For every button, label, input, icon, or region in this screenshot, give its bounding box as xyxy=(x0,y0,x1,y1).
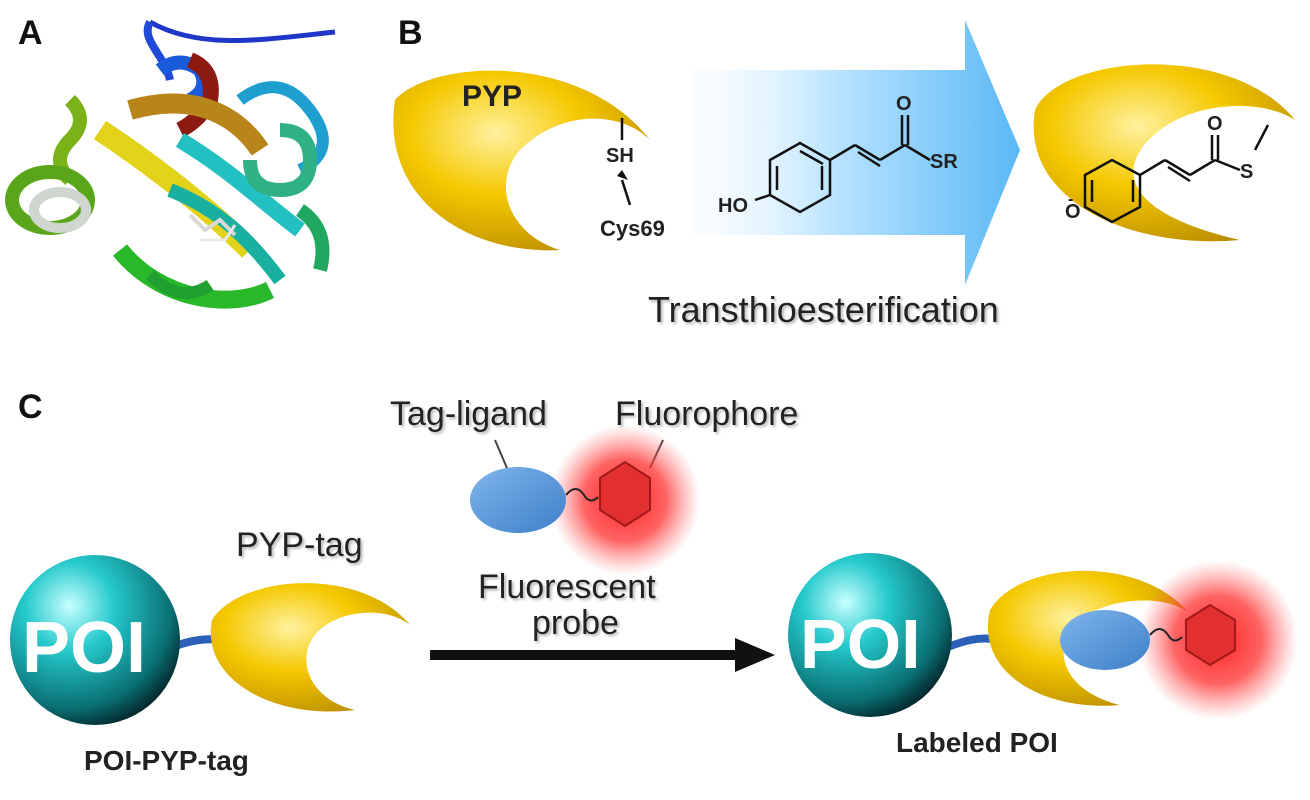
bound-probe-linker xyxy=(1149,628,1183,642)
substrate-structure xyxy=(754,115,931,214)
poi-sphere-right xyxy=(788,553,952,717)
poi-text-right: POI xyxy=(800,605,921,683)
protein-ribbon-structure xyxy=(5,19,336,309)
tag-ligand-label: Tag-ligand xyxy=(390,395,547,433)
product-charge: - xyxy=(1068,191,1073,208)
substrate-carbonyl-o: O xyxy=(896,93,912,115)
probe-label-line2: probe xyxy=(532,604,619,642)
substrate-ho-label: HO xyxy=(718,195,748,217)
fusion-caption: POI-PYP-tag xyxy=(84,745,249,776)
cys69-label: Cys69 xyxy=(600,216,665,241)
reaction-arrow xyxy=(690,20,1020,285)
poi-sphere-left xyxy=(10,555,180,725)
cys-pointer-arrow xyxy=(617,170,632,206)
pyp-tag-crescent-right xyxy=(987,570,1188,706)
panel-b-letter: B xyxy=(398,14,423,52)
probe-linker xyxy=(565,488,599,502)
substrate-sr-label: SR xyxy=(930,151,958,173)
probe-label-line1: Fluorescent xyxy=(478,568,656,606)
pyp-label: PYP xyxy=(462,80,522,113)
thiol-label: SH xyxy=(606,145,634,167)
product-sulfur: S xyxy=(1240,161,1253,183)
pyp-tag-crescent-left xyxy=(210,583,410,712)
product-caption: Labeled POI xyxy=(896,727,1058,758)
panel-c-letter: C xyxy=(18,388,43,426)
chromophore-structure xyxy=(1083,124,1270,224)
pyp-crescent-product xyxy=(1033,64,1295,242)
pyp-crescent xyxy=(393,70,650,251)
bound-fluorophore-hexagon xyxy=(1185,603,1236,667)
product-carbonyl-o: O xyxy=(1207,113,1223,135)
poi-text-left: POI xyxy=(22,608,146,688)
reaction-label: Transthioesterification xyxy=(648,289,999,330)
pyp-tag-label: PYP-tag xyxy=(236,526,363,564)
product-phenolate-o: O xyxy=(1065,201,1081,223)
panel-a-letter: A xyxy=(18,14,43,52)
labeling-arrow xyxy=(430,638,775,672)
fluorophore-hexagon xyxy=(599,460,651,528)
bound-ligand-oval xyxy=(1060,610,1150,670)
fluorophore-label: Fluorophore xyxy=(615,395,798,433)
tag-ligand-oval xyxy=(470,467,566,533)
